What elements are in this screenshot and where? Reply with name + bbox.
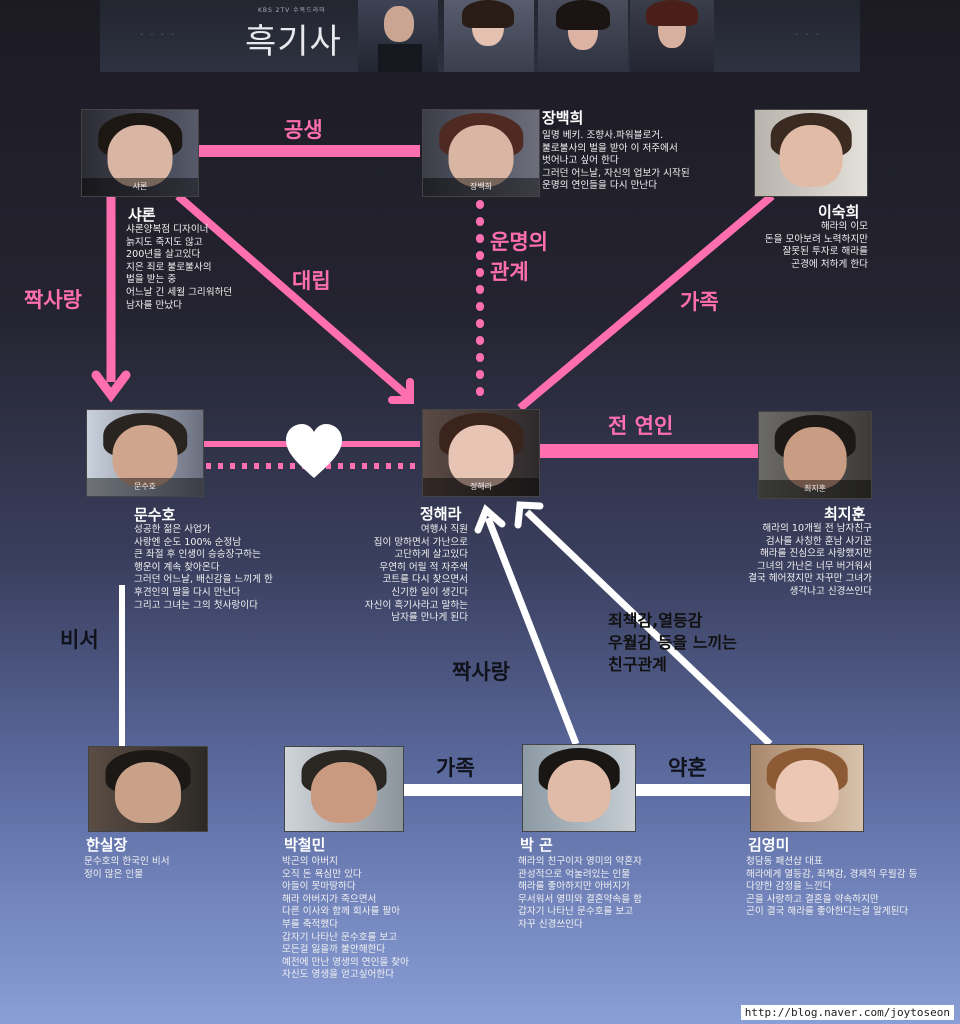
- name-sharon: 샤론: [128, 206, 156, 224]
- label-friend-relation: 죄책감,열등감 우월감 등을 느끼는 친구관계: [608, 611, 737, 674]
- desc-kim: 청담동 패션샵 대표 해라에게 열등감, 죄책감, 경제적 우월감 등 다양한 …: [746, 856, 918, 918]
- label-gongsaeng: 공생: [284, 118, 323, 142]
- photo-jung: 정해라: [422, 409, 540, 497]
- label-yakhon: 약혼: [668, 756, 707, 780]
- label-gajok-right: 가족: [680, 290, 719, 314]
- name-park-c: 박철민: [284, 836, 326, 854]
- banner-deco-left: · · · ·: [140, 30, 177, 41]
- banner-channel: KBS 2TV 수목드라마: [258, 7, 326, 14]
- photo-lee: [754, 109, 868, 197]
- photo-sharon: 샤론: [81, 109, 199, 197]
- banner-photo-jang: [630, 0, 714, 72]
- photo-park-g: [522, 744, 636, 832]
- heart-icon: [286, 424, 342, 478]
- name-moon: 문수호: [134, 506, 176, 524]
- photo-kim: [750, 744, 864, 832]
- arrow-head-kim: [514, 501, 544, 529]
- photo-caption-sharon: 샤론: [82, 178, 198, 196]
- desc-jang: 일명 베키. 조향사.파워블로거. 불로불사의 벌을 받아 이 저주에서 벗어나…: [542, 130, 690, 192]
- name-kim: 김영미: [748, 836, 790, 854]
- photo-caption-jung: 정해라: [423, 478, 539, 496]
- label-unmyeong-2: 관계: [490, 260, 529, 284]
- arrow-head-jung: [388, 378, 414, 404]
- name-choi: 최지훈: [824, 505, 866, 523]
- banner-photo-sharon: [538, 0, 628, 72]
- desc-sharon: 샤론양복점 디자이너 늙지도 죽지도 않고 200년을 살고있다 지은 죄로 불…: [126, 224, 233, 311]
- desc-moon: 성공한 젊은 사업가 사랑엔 순도 100% 순정남 큰 좌절 후 인생이 승승…: [134, 524, 273, 611]
- label-jeon-yeonin: 전 연인: [608, 414, 674, 438]
- desc-park-c: 박곤의 아버지 오직 돈 욕심만 있다 아들이 못마땅하다 해라 아버지가 죽으…: [282, 856, 409, 981]
- arrow-head-moon: [91, 370, 131, 403]
- label-jjaksarang-mid: 짝사랑: [452, 660, 510, 684]
- desc-jung: 여행사 직원 집이 망하면서 가난으로 고단하게 살고있다 우연히 어릴 적 자…: [364, 524, 468, 624]
- photo-caption-jang: 장백희: [423, 178, 539, 196]
- line-lee-jung: [517, 192, 775, 412]
- name-lee: 이숙희: [818, 203, 860, 221]
- arrow-head-parkg: [474, 504, 506, 534]
- banner-photo-jung: [444, 0, 534, 72]
- photo-moon: 문수호: [86, 409, 204, 497]
- photo-park-c: [284, 746, 404, 832]
- photo-caption-choi: 최지훈: [759, 480, 871, 498]
- photo-caption-moon: 문수호: [87, 478, 203, 496]
- label-unmyeong-1: 운명의: [490, 230, 548, 254]
- name-jang: 장백희: [542, 109, 584, 127]
- line-sharon-jung: [175, 192, 413, 402]
- desc-lee: 해라의 이모 돈을 모아보려 노력하지만 잘못된 투자로 해라를 곤경에 처하게…: [764, 221, 868, 270]
- blog-watermark: http://blog.naver.com/joytoseon: [740, 1005, 954, 1020]
- label-gajok-bottom: 가족: [436, 756, 475, 780]
- drama-logo: 흑기사: [245, 22, 342, 62]
- drama-banner: · · · · · · · KBS 2TV 수목드라마 흑기사: [100, 0, 860, 72]
- label-jjaksarang-left: 짝사랑: [24, 288, 82, 312]
- desc-park-g: 해라의 친구이자 영미의 약혼자 관성적으로 억눌려있는 인물 해라를 좋아하지…: [518, 856, 642, 930]
- banner-deco-right: · · ·: [795, 30, 821, 41]
- line-kim-jung: [524, 509, 773, 747]
- desc-han: 문수호의 한국인 비서 정이 많은 인물: [84, 856, 170, 880]
- photo-han: [88, 746, 208, 832]
- name-jung: 정해라: [420, 505, 462, 523]
- label-biseo: 비서: [60, 628, 99, 652]
- name-han: 한실장: [86, 836, 128, 854]
- label-daerip: 대립: [292, 269, 331, 293]
- desc-choi: 해라의 10개월 전 남자친구 검사를 사칭한 훈남 사기꾼 해라를 진심으로 …: [748, 523, 872, 597]
- name-park-g: 박 곤: [520, 836, 553, 854]
- banner-photo-moon: [358, 0, 438, 72]
- line-parkg-jung: [484, 516, 580, 746]
- photo-jang: 장백희: [422, 109, 540, 197]
- photo-choi: 최지훈: [758, 411, 872, 499]
